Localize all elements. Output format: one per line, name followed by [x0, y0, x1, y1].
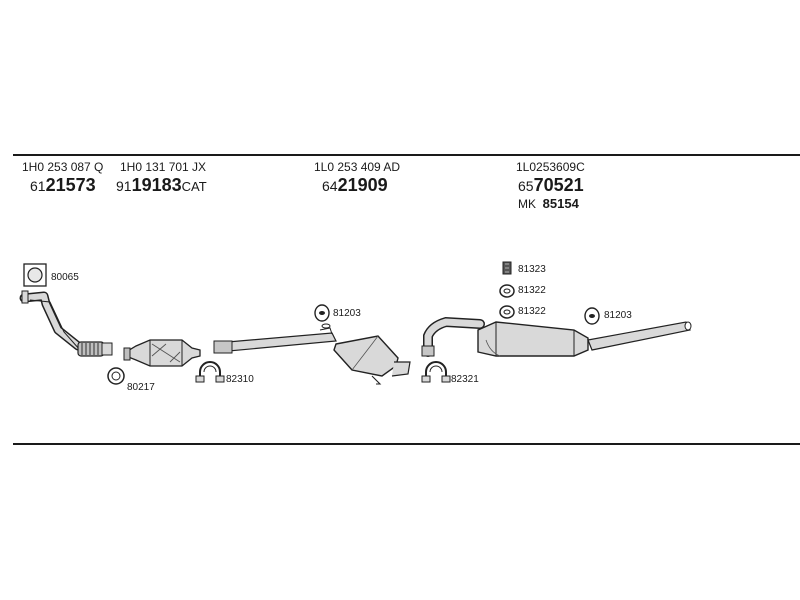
gasket-80065-icon [23, 263, 47, 287]
code-main: 21573 [45, 175, 96, 195]
rubber-ring-81322-b-icon [499, 305, 515, 319]
code-main: 21909 [337, 175, 388, 195]
code-prefix: 91 [116, 178, 132, 194]
rubber-mount-81203-icon [314, 304, 330, 322]
callout-80065: 80065 [51, 272, 79, 283]
front-pipe-part [19, 290, 113, 357]
mounting-kit-prefix: MK [518, 197, 536, 211]
mounting-kit-code: MK 85154 [518, 196, 579, 211]
part-number-rear-silencer: 1L0253609C [516, 160, 585, 174]
part-number-middle-silencer: 1L0 253 409 AD [314, 160, 401, 174]
mounting-kit-number: 85154 [542, 196, 579, 211]
bracket-81323-icon [502, 261, 512, 275]
clamp-82321-icon [421, 361, 451, 383]
gasket-80217-icon [107, 367, 125, 385]
code-middle-silencer: 6421909 [322, 176, 388, 195]
rear-silencer-part [477, 321, 692, 357]
code-front-pipe: 6121573 [30, 176, 96, 195]
callout-81323: 81323 [518, 264, 546, 275]
callout-82310: 82310 [226, 374, 254, 385]
rear-pipe-part [421, 316, 485, 357]
code-prefix: 64 [322, 178, 338, 194]
rubber-ring-81322-a-icon [499, 284, 515, 298]
code-main: 70521 [533, 175, 584, 195]
callout-80217: 80217 [127, 382, 155, 393]
callout-81322-a: 81322 [518, 285, 546, 296]
callout-81322-b: 81322 [518, 306, 546, 317]
part-number-front-pipe: 1H0 253 087 Q [22, 160, 104, 174]
code-prefix: 65 [518, 178, 534, 194]
callout-81203-middle: 81203 [333, 308, 361, 319]
code-main: 19183 [131, 175, 182, 195]
callout-81203-rear: 81203 [604, 310, 632, 321]
middle-silencer-part [333, 335, 411, 385]
callout-82321: 82321 [451, 374, 479, 385]
part-number-catalyst: 1H0 131 701 JX [120, 160, 207, 174]
code-suffix: CAT [181, 179, 207, 194]
rubber-mount-81203-rear-icon [584, 307, 600, 325]
code-prefix: 61 [30, 178, 46, 194]
code-catalyst: 9119183CAT [116, 176, 207, 195]
code-rear-silencer: 6570521 [518, 176, 584, 195]
intermediate-pipe-part [213, 323, 337, 354]
catalytic-converter-part [123, 339, 201, 367]
clamp-82310-icon [195, 361, 225, 383]
